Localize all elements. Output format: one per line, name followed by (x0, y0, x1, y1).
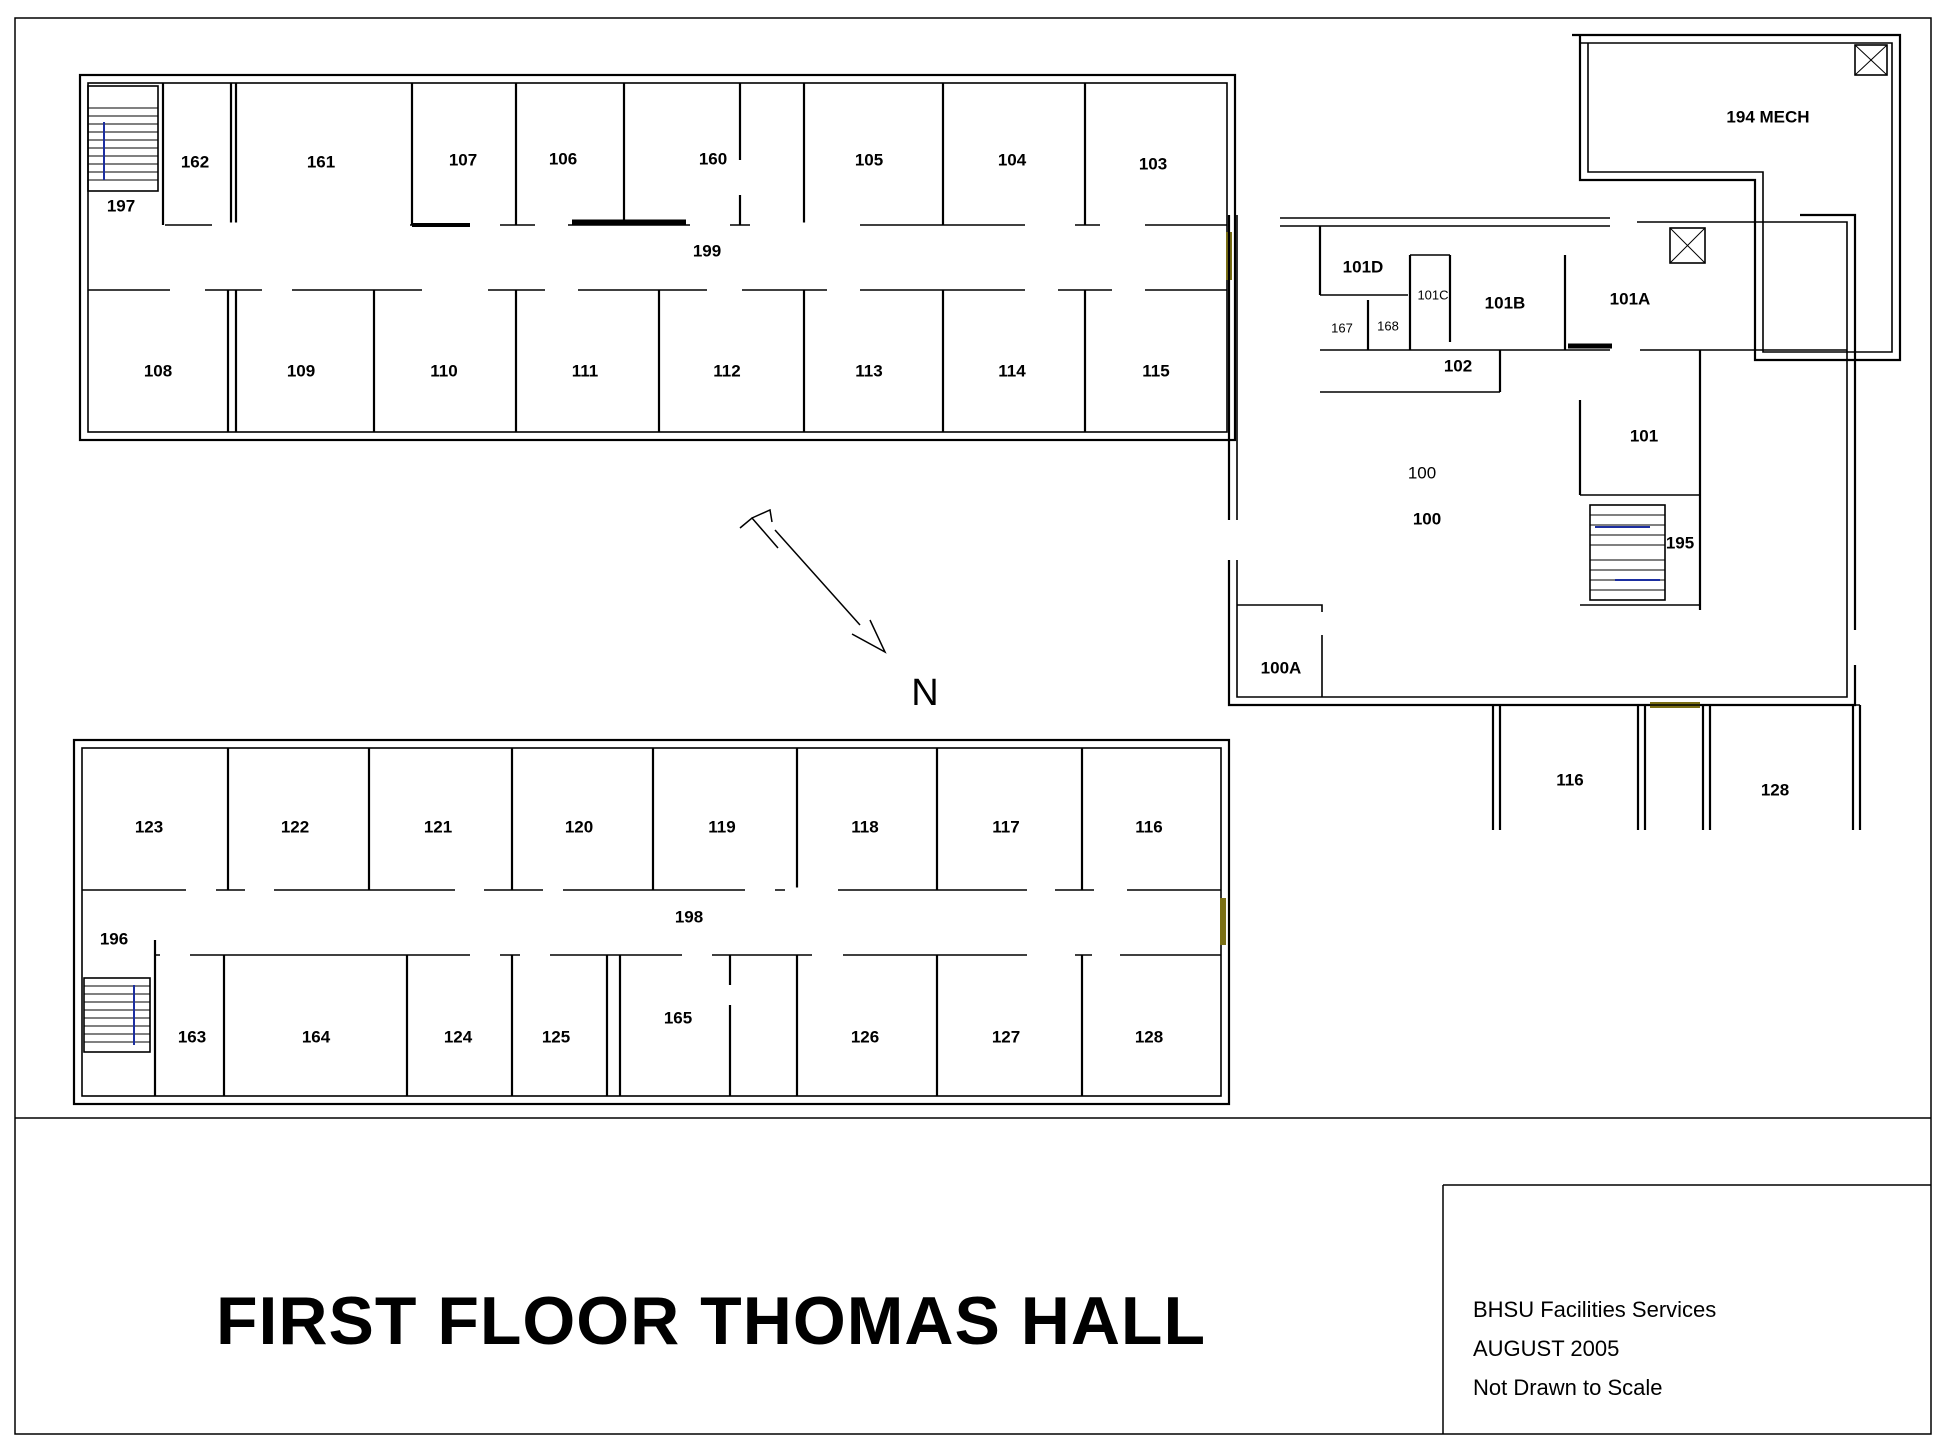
room-label: 101C (1417, 287, 1448, 302)
room-label: 110 (430, 361, 457, 380)
corridor-label: 199 (693, 241, 721, 260)
corridor-label: 198 (675, 907, 703, 926)
room-label: 116 (1135, 817, 1162, 836)
room-label: 100 (1413, 509, 1441, 528)
room-label: 108 (144, 361, 172, 380)
center-labels: 194 MECH 101D 101C 101B 101A 167 168 102… (1261, 107, 1810, 799)
room-label: 126 (851, 1027, 879, 1046)
center-block (1227, 213, 1862, 830)
org-name: BHSU Facilities Services (1473, 1297, 1717, 1322)
room-label: 196 (100, 929, 128, 948)
room-label: 119 (708, 817, 735, 836)
room-label: 112 (713, 361, 740, 380)
room-label: 162 (181, 152, 209, 171)
room-label: 124 (444, 1027, 473, 1046)
north-arrow-icon (739, 508, 887, 654)
mech-wing (1572, 33, 1902, 362)
room-label: 115 (1142, 361, 1169, 380)
room-label: 103 (1139, 154, 1167, 173)
room-label: 128 (1135, 1027, 1163, 1046)
room-label: 101A (1610, 289, 1651, 308)
room-label: 101B (1485, 293, 1526, 312)
south-wing-labels: 123 122 121 120 119 118 117 116 198 196 … (100, 817, 1163, 1046)
room-label: 125 (542, 1027, 570, 1046)
north-wing-labels: 197 162 161 107 106 160 105 104 103 199 … (107, 149, 1170, 380)
scale-note: Not Drawn to Scale (1473, 1375, 1663, 1400)
room-label: 100 (1408, 463, 1436, 482)
room-label: 120 (565, 817, 593, 836)
room-label: 117 (992, 817, 1019, 836)
room-label: 118 (851, 817, 878, 836)
room-label: 160 (699, 149, 727, 168)
room-label: 116 (1556, 770, 1583, 789)
room-label: 123 (135, 817, 163, 836)
room-label: 101 (1630, 426, 1658, 445)
room-label: 165 (664, 1008, 692, 1027)
room-label: 168 (1377, 318, 1399, 333)
room-label: 109 (287, 361, 315, 380)
room-label: 195 (1666, 533, 1694, 552)
room-label: 163 (178, 1027, 206, 1046)
north-label: N (911, 672, 938, 714)
south-wing (72, 738, 1231, 1106)
north-wing (78, 73, 1237, 442)
room-label: 106 (549, 149, 577, 168)
page-title: FIRST FLOOR THOMAS HALL (216, 1283, 1207, 1359)
room-label: 128 (1761, 780, 1789, 799)
room-label: 122 (281, 817, 309, 836)
room-label: 100A (1261, 658, 1302, 677)
room-label: 111 (572, 361, 599, 380)
room-label: 101D (1343, 257, 1384, 276)
room-label: 102 (1444, 356, 1472, 375)
room-label: 194 MECH (1726, 107, 1809, 126)
room-label: 167 (1331, 320, 1353, 335)
room-label: 113 (855, 361, 882, 380)
room-label: 127 (992, 1027, 1020, 1046)
room-label: 161 (307, 152, 335, 171)
room-label: 197 (107, 196, 135, 215)
room-label: 121 (424, 817, 452, 836)
room-label: 164 (302, 1027, 331, 1046)
room-label: 105 (855, 150, 883, 169)
room-label: 107 (449, 150, 477, 169)
plan-date: AUGUST 2005 (1473, 1336, 1620, 1361)
room-label: 114 (998, 361, 1026, 380)
room-label: 104 (998, 150, 1027, 169)
sheet-border (14, 17, 1932, 1435)
